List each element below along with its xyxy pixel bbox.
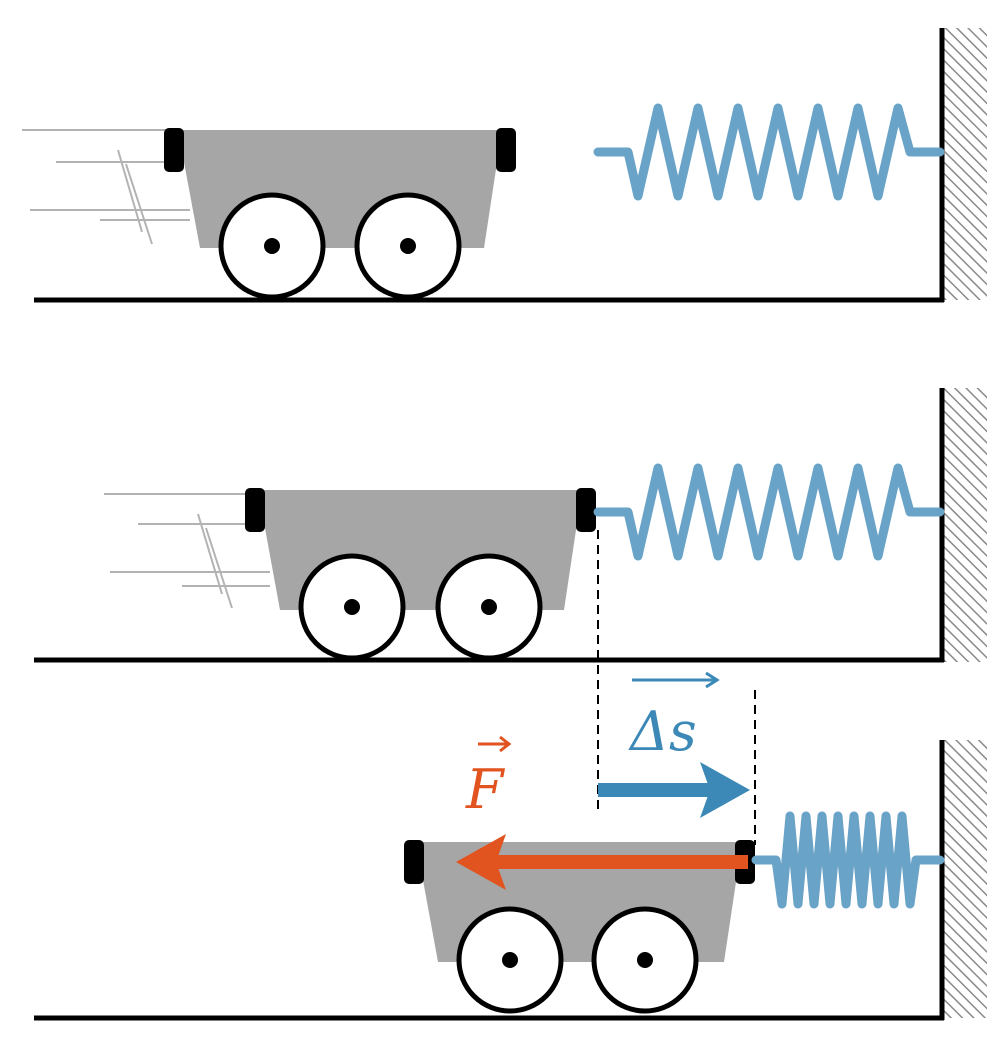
bumper-right <box>576 488 596 532</box>
cart <box>404 840 755 1014</box>
axle <box>481 599 497 615</box>
spring <box>593 103 945 201</box>
axle <box>264 238 280 254</box>
displacement-label-text: Δs <box>628 700 697 763</box>
motion-lines <box>22 129 190 245</box>
compressed-spring <box>751 811 945 909</box>
displacement-arrow <box>598 762 750 818</box>
axle <box>400 238 416 254</box>
bumper-left <box>404 840 424 884</box>
cart <box>164 128 516 300</box>
panel-3: F Δs <box>34 671 987 1021</box>
displacement-label: Δs <box>628 671 720 763</box>
axle <box>637 952 653 968</box>
wall-hatch <box>943 740 987 1018</box>
motion-lines <box>104 493 270 609</box>
force-label: F <box>465 735 512 821</box>
bumper-left <box>245 488 265 532</box>
force-arrow <box>456 834 748 890</box>
panel-2 <box>34 388 987 810</box>
cart <box>245 488 596 661</box>
axle <box>502 952 518 968</box>
wall-hatch <box>943 28 987 300</box>
wall-hatch <box>943 388 987 662</box>
force-label-text: F <box>465 758 506 821</box>
bumper-right <box>496 128 516 172</box>
force-vector-head <box>499 735 512 753</box>
bumper-left <box>164 128 184 172</box>
panel-1 <box>22 28 987 303</box>
displacement-vector-head <box>705 671 720 689</box>
spring <box>593 463 945 561</box>
axle <box>344 599 360 615</box>
